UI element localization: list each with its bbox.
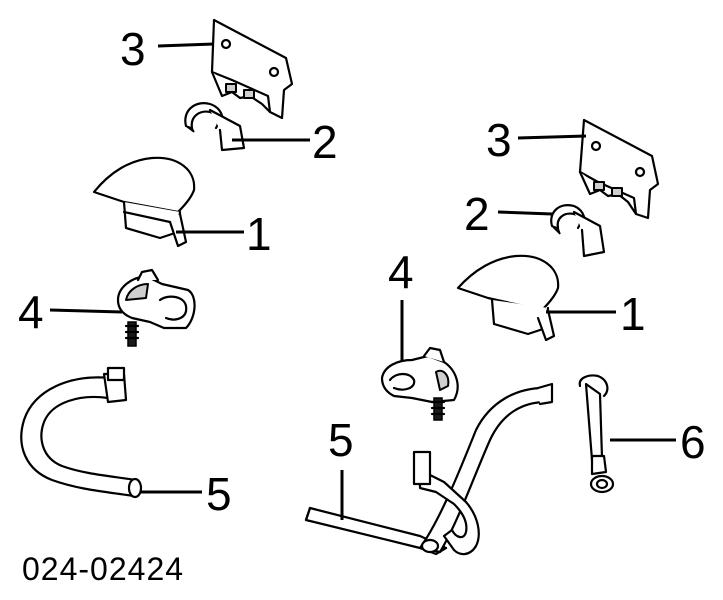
callout-right-bracket: 3 (486, 114, 512, 166)
callout-left-hose: 5 (206, 468, 232, 520)
left-clip-part (184, 102, 246, 152)
leader-right-bracket (517, 134, 587, 140)
right-cover-part (456, 254, 560, 342)
right-hose-part (578, 374, 615, 494)
left-nozzle-part (116, 268, 196, 347)
callout-right-cover: 1 (620, 288, 646, 340)
left-hose-part (20, 366, 143, 499)
callout-left-cover: 1 (246, 208, 272, 260)
leader-right-clip (497, 210, 553, 216)
diagram-code: 024-02424 (22, 551, 184, 587)
right-nozzle-part (380, 346, 459, 421)
leader-left-nozzle (49, 308, 123, 314)
callout-center-hose: 5 (328, 414, 354, 466)
left-cover-part (92, 156, 196, 248)
right-clip-part (550, 204, 606, 258)
right-bracket-part (578, 118, 660, 220)
callout-left-bracket: 3 (120, 23, 146, 75)
callout-left-nozzle: 4 (18, 286, 44, 338)
callout-right-nozzle: 4 (388, 246, 414, 298)
callout-right-clip: 2 (464, 188, 490, 240)
callout-left-clip: 2 (312, 116, 338, 168)
leader-left-bracket (157, 42, 215, 48)
left-bracket-part (210, 18, 294, 120)
callout-right-hose: 6 (680, 416, 706, 468)
center-hose-part (304, 382, 554, 556)
